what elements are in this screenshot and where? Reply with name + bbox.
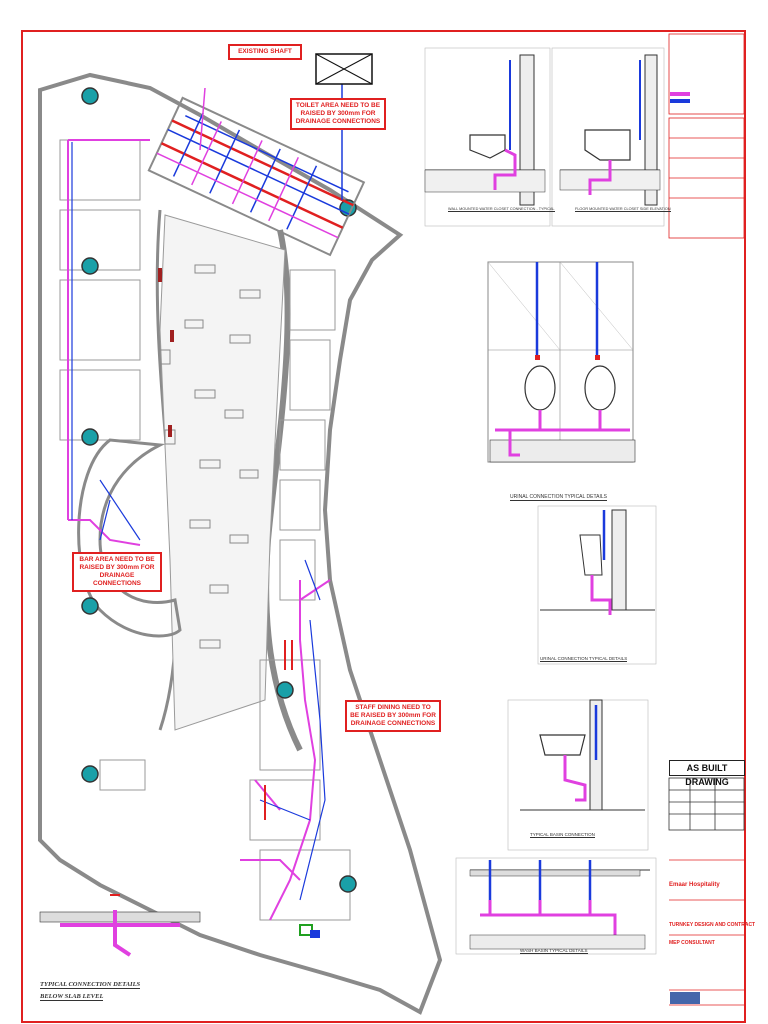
caption-typical-connection: TYPICAL CONNECTION DETAILS bbox=[40, 981, 141, 989]
mep-consultant: MEP CONSULTANT bbox=[669, 940, 715, 946]
caption-urinal-1: URINAL CONNECTION TYPICAL DETAILS bbox=[510, 494, 607, 501]
as-built-stamp: AS BUILT DRAWING bbox=[669, 760, 745, 787]
caption-urinal-2: URINAL CONNECTION TYPICAL DETAILS bbox=[540, 656, 628, 662]
detail-basin-section bbox=[507, 699, 649, 851]
client-name: Emaar Hospitality bbox=[669, 882, 720, 888]
contract-type: TURNKEY DESIGN AND CONTRACT bbox=[669, 922, 756, 928]
bar-area-callout: BAR AREA NEED TO BE RAISED BY 300mm FOR … bbox=[72, 552, 162, 592]
caption-wash-basin: WASH BASIN TYPICAL DETAILS bbox=[520, 948, 588, 954]
toilet-area-callout: TOILET AREA NEED TO BE RAISED BY 300mm F… bbox=[290, 98, 386, 130]
caption-basin: TYPICAL BASIN CONNECTION bbox=[530, 832, 595, 838]
detail-urinal-section bbox=[537, 505, 657, 665]
detail-below-slab bbox=[39, 894, 201, 957]
caption-wc-connection: WALL MOUNTED WATER CLOSET CONNECTION - T… bbox=[448, 207, 555, 212]
title-block bbox=[668, 33, 745, 1006]
detail-wash-basin bbox=[455, 857, 657, 955]
caption-below-slab: BELOW SLAB LEVEL bbox=[40, 993, 104, 1001]
existing-shaft-callout: EXISTING SHAFT bbox=[228, 44, 302, 60]
detail-urinal-elevation bbox=[487, 261, 636, 463]
caption-floor-wc: FLOOR MOUNTED WATER CLOSET SIDE ELEVATIO… bbox=[575, 207, 671, 212]
floor-plan bbox=[38, 53, 443, 1015]
detail-floor-wc bbox=[551, 47, 665, 227]
detail-wall-wc bbox=[424, 47, 551, 227]
staff-dining-callout: STAFF DINING NEED TO BE RAISED BY 300mm … bbox=[345, 700, 441, 732]
